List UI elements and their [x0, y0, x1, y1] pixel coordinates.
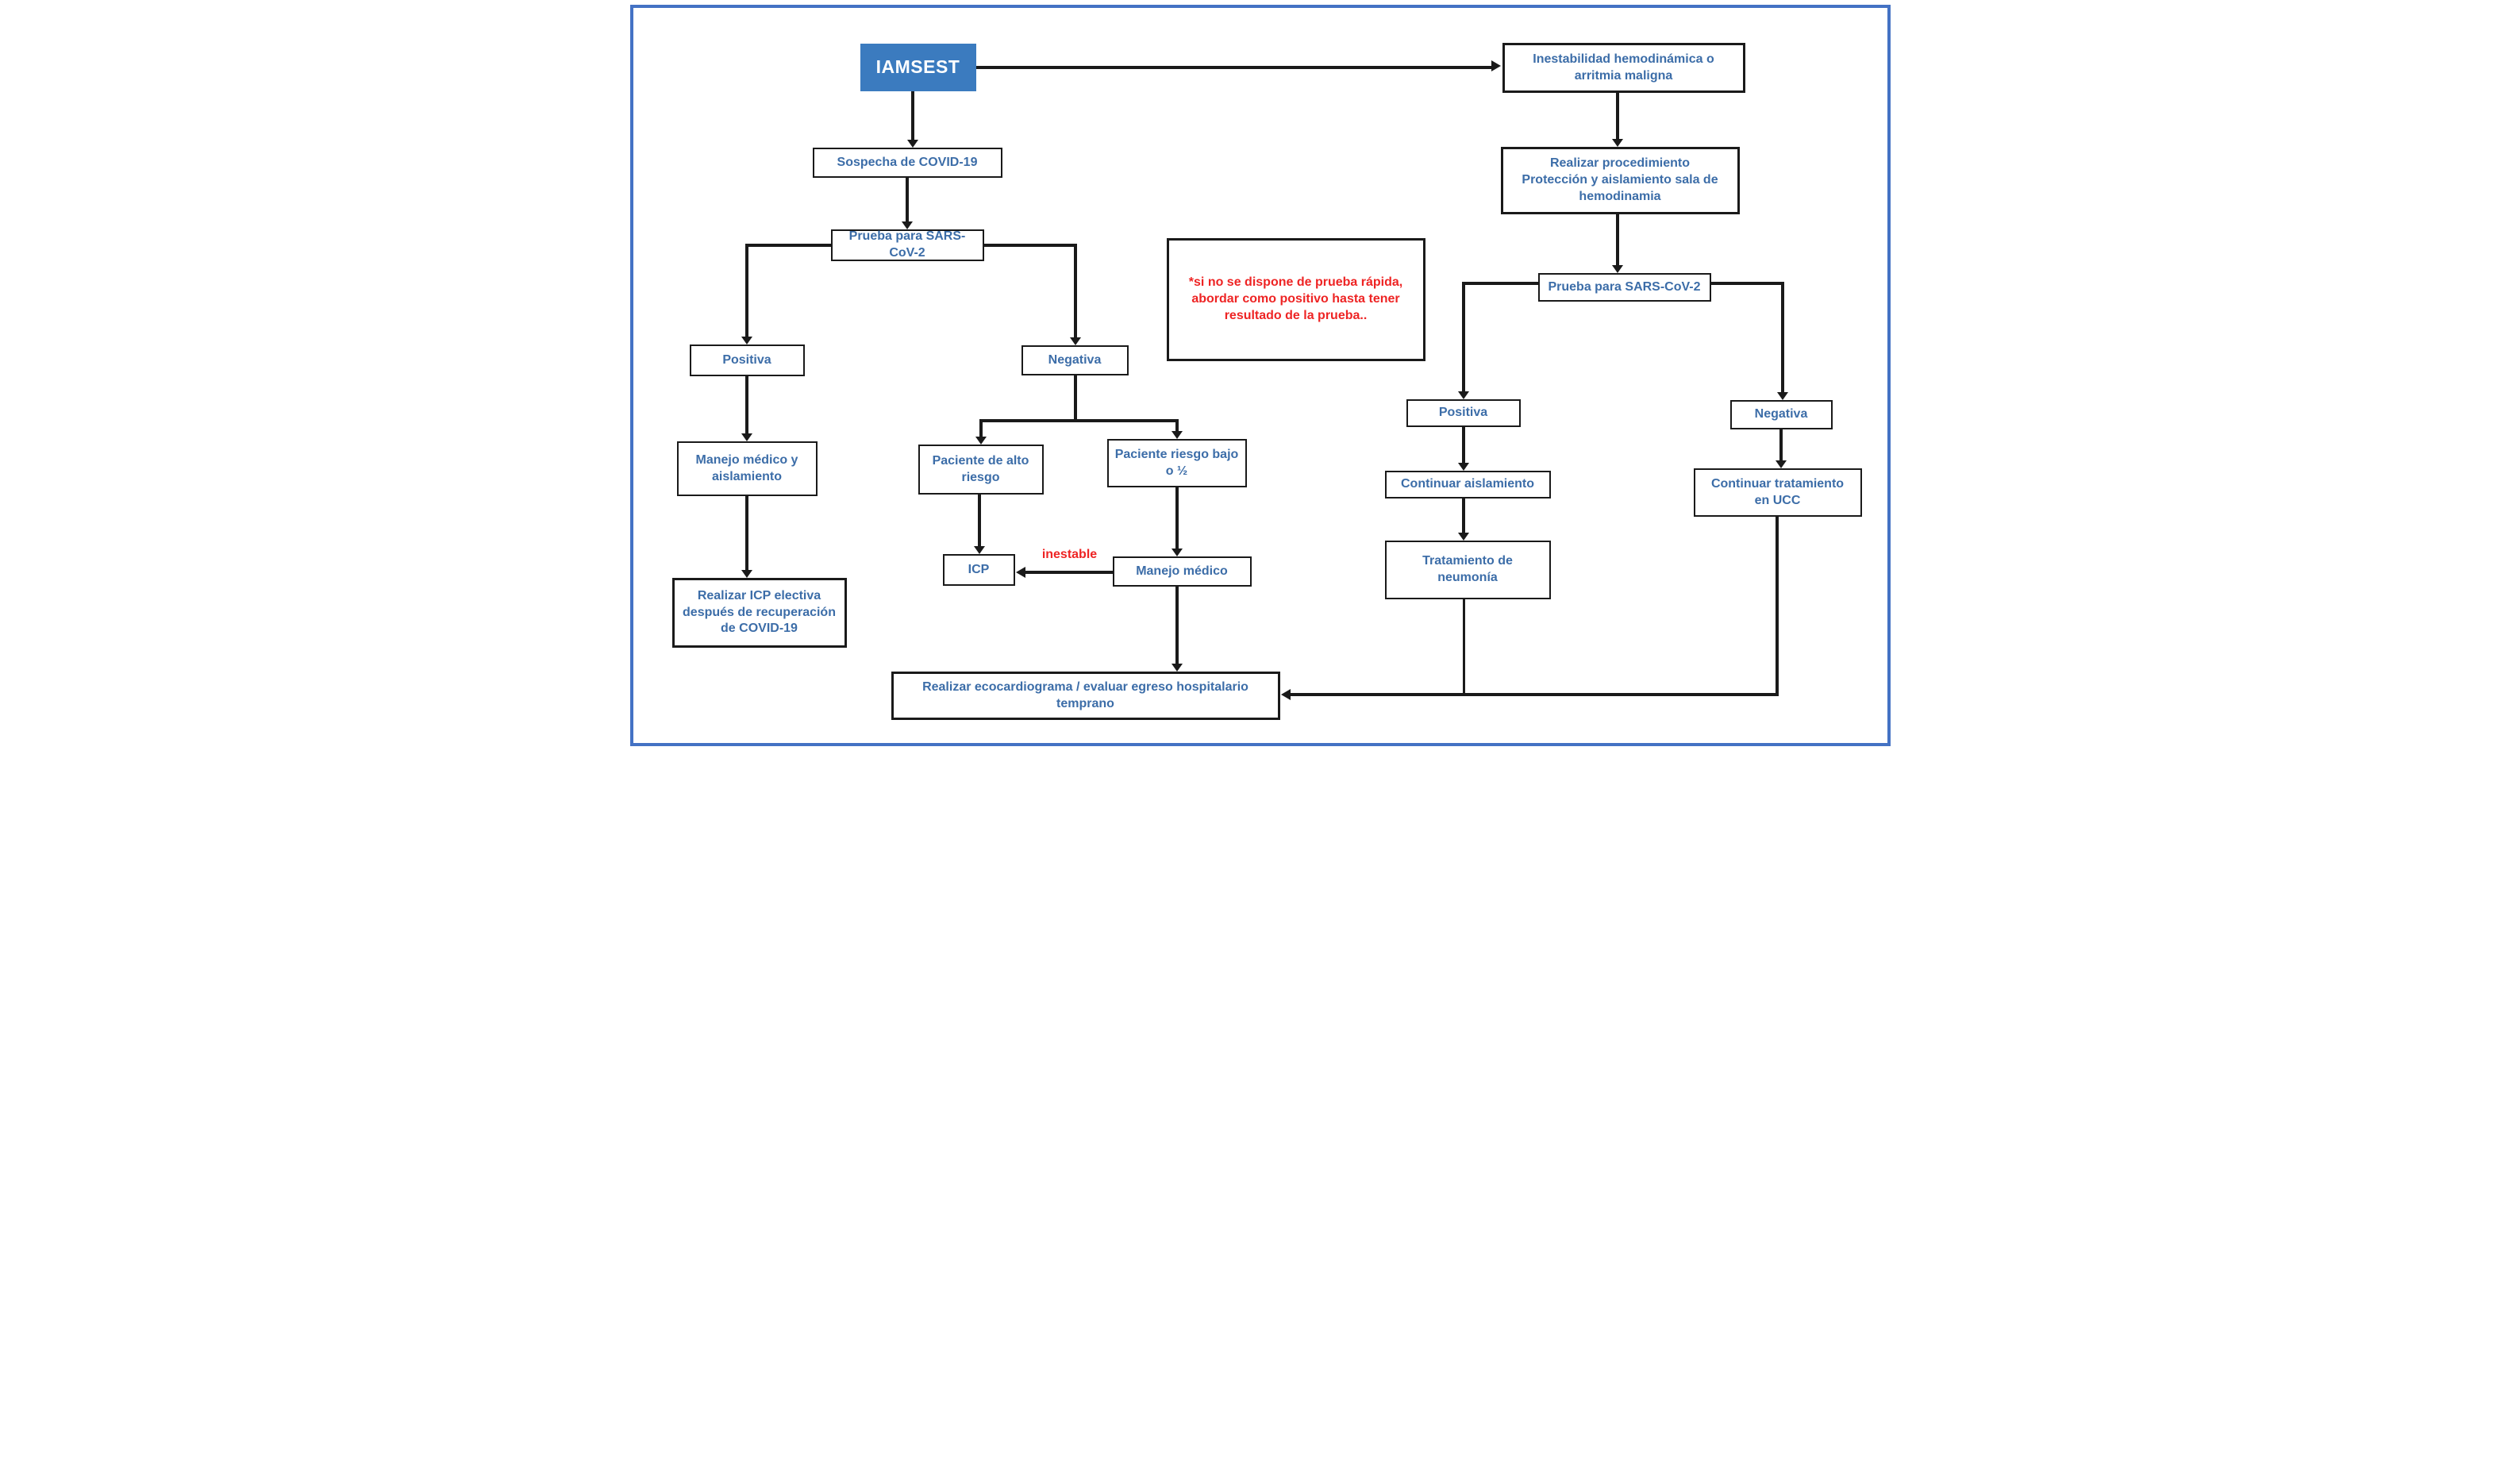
arrowhead-down-icon: [1457, 463, 1469, 471]
connector-positiva-aislamiento-line: [1461, 427, 1465, 464]
node-continuar-aislamiento: Continuar aislamiento: [1384, 471, 1551, 498]
connector-prueba-der-positiva-h-line: [1463, 282, 1538, 285]
edge-label-inestable: inestable: [1041, 548, 1098, 561]
node-sospecha-covid-label: Sospecha de COVID-19: [837, 155, 978, 169]
arrowhead-down-icon: [901, 221, 913, 229]
connector-prueba-negativa-h-line: [983, 244, 1075, 247]
connector-procedimiento-prueba-line: [1615, 214, 1619, 267]
connector-prueba-der-positiva-v-line: [1461, 282, 1465, 393]
arrowhead-down-icon: [741, 433, 752, 441]
arrowhead-down-icon: [906, 140, 918, 148]
arrowhead-down-icon: [1171, 664, 1183, 672]
arrowhead-down-icon: [741, 570, 752, 578]
arrowhead-down-icon: [1171, 431, 1183, 439]
node-inestabilidad-hemodinamica: Inestabilidad hemodinámica o arritmia ma…: [1502, 43, 1745, 93]
node-paciente-riesgo-bajo-label: Paciente riesgo bajo o ½: [1114, 447, 1239, 478]
node-manejo-medico: Manejo médico: [1112, 556, 1252, 587]
node-continuar-tratamiento-ucc: Continuar tratamiento en UCC: [1693, 468, 1862, 517]
arrowhead-down-icon: [741, 337, 752, 345]
node-manejo-medico-aislamiento: Manejo médico y aislamiento: [676, 441, 818, 496]
node-realizar-icp-electiva: Realizar ICP electiva después de recuper…: [671, 578, 847, 648]
connector-ucc-ecocardiograma-h-line: [1290, 693, 1779, 696]
connector-negativa-ucc-line: [1779, 429, 1783, 462]
flowchart-canvas: IAMSEST Sospecha de COVID-19 Prueba para…: [629, 5, 1891, 746]
node-prueba-sars-left-label: Prueba para SARS-CoV-2: [848, 229, 966, 260]
node-paciente-alto-riesgo-label: Paciente de alto riesgo: [932, 453, 1029, 484]
connector-positiva-manejo-line: [744, 376, 748, 435]
node-nota-prueba-rapida-label: *si no se dispone de prueba rápida, abor…: [1188, 275, 1403, 322]
node-icp: ICP: [942, 554, 1015, 586]
arrowhead-down-icon: [1776, 392, 1788, 400]
node-prueba-sars-right: Prueba para SARS-CoV-2: [1537, 273, 1711, 302]
connector-iamsest-sospecha-line: [910, 91, 914, 141]
node-paciente-riesgo-bajo: Paciente riesgo bajo o ½: [1106, 439, 1247, 487]
node-realizar-procedimiento: Realizar procedimiento Protección y aisl…: [1500, 147, 1740, 214]
node-realizar-icp-electiva-label: Realizar ICP electiva después de recuper…: [683, 588, 836, 636]
arrowhead-left-icon: [1015, 567, 1025, 578]
arrowhead-down-icon: [1171, 549, 1183, 556]
node-manejo-medico-aislamiento-label: Manejo médico y aislamiento: [695, 452, 798, 483]
node-prueba-sars-right-label: Prueba para SARS-CoV-2: [1548, 279, 1701, 294]
arrowhead-right-icon: [1491, 60, 1501, 71]
node-negativa-left-label: Negativa: [1048, 352, 1102, 367]
node-manejo-medico-label: Manejo médico: [1136, 564, 1228, 578]
arrowhead-down-icon: [1775, 460, 1787, 468]
connector-prueba-positiva-v-line: [744, 244, 748, 338]
node-icp-label: ICP: [968, 562, 990, 576]
connector-inestabilidad-procedimiento-line: [1615, 93, 1619, 141]
node-positiva-right-label: Positiva: [1438, 406, 1488, 420]
connector-negativa-split-stub-line: [1073, 375, 1077, 422]
arrowhead-left-icon: [1280, 689, 1291, 700]
node-positiva-right: Positiva: [1406, 399, 1521, 427]
node-ecocardiograma-egreso-label: Realizar ecocardiograma / evaluar egreso…: [922, 679, 1248, 710]
node-tratamiento-neumonia-label: Tratamiento de neumonía: [1422, 554, 1513, 584]
arrowhead-down-icon: [1069, 337, 1081, 345]
connector-manejo-ecocardiograma-line: [1175, 587, 1179, 665]
connector-bajo-manejo-line: [1175, 487, 1179, 550]
connector-manejo-inestable-icp-line: [1025, 571, 1113, 574]
connector-iamsest-inestabilidad-line: [975, 66, 1493, 69]
node-ecocardiograma-egreso: Realizar ecocardiograma / evaluar egreso…: [891, 672, 1280, 720]
node-nota-prueba-rapida: *si no se dispone de prueba rápida, abor…: [1166, 238, 1425, 361]
connector-split-bajo-v-line: [1175, 419, 1179, 433]
connector-prueba-der-negativa-v-line: [1780, 282, 1784, 394]
connector-negativa-split-h-line: [979, 419, 1179, 422]
node-negativa-left: Negativa: [1021, 345, 1129, 375]
connector-split-alto-v-line: [979, 419, 983, 438]
connector-prueba-der-negativa-h-line: [1710, 282, 1784, 285]
arrowhead-down-icon: [1457, 391, 1469, 399]
connector-prueba-negativa-v-line: [1073, 244, 1077, 339]
node-iamsest: IAMSEST: [860, 44, 976, 91]
node-prueba-sars-left: Prueba para SARS-CoV-2: [830, 229, 984, 261]
arrowhead-down-icon: [975, 437, 987, 445]
node-positiva-left: Positiva: [689, 345, 805, 376]
arrowhead-down-icon: [1457, 533, 1469, 541]
node-negativa-right: Negativa: [1729, 400, 1833, 429]
node-positiva-left-label: Positiva: [722, 352, 771, 367]
node-tratamiento-neumonia: Tratamiento de neumonía: [1384, 541, 1551, 599]
connector-ucc-descender-line: [1775, 517, 1779, 696]
arrowhead-down-icon: [973, 546, 985, 554]
node-inestabilidad-hemodinamica-label: Inestabilidad hemodinámica o arritmia ma…: [1533, 52, 1714, 83]
connector-prueba-positiva-h-line: [746, 244, 831, 247]
connector-neumonia-descender-line: [1462, 599, 1465, 696]
connector-sospecha-prueba-line: [905, 177, 909, 223]
connector-alto-icp-line: [977, 495, 981, 548]
node-continuar-aislamiento-label: Continuar aislamiento: [1400, 477, 1535, 491]
node-paciente-alto-riesgo: Paciente de alto riesgo: [918, 445, 1044, 495]
node-realizar-procedimiento-label: Realizar procedimiento Protección y aisl…: [1522, 156, 1718, 203]
node-continuar-tratamiento-ucc-label: Continuar tratamiento en UCC: [1710, 476, 1845, 507]
connector-aislamiento-neumonia-line: [1461, 498, 1465, 534]
node-sospecha-covid: Sospecha de COVID-19: [812, 148, 1002, 178]
arrowhead-down-icon: [1611, 265, 1623, 273]
connector-manejo-icp-electiva-line: [744, 496, 748, 572]
node-negativa-right-label: Negativa: [1754, 407, 1808, 422]
arrowhead-down-icon: [1611, 139, 1623, 147]
node-iamsest-label: IAMSEST: [875, 56, 960, 78]
